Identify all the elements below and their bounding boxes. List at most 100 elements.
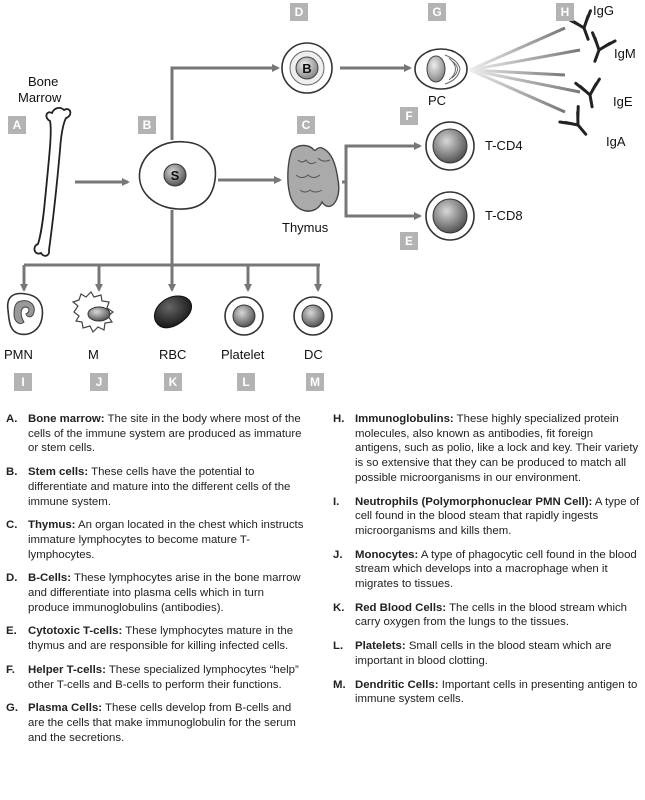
definition-term: Helper T-cells: xyxy=(28,663,106,676)
platelet-icon xyxy=(224,296,264,336)
monocyte-icon xyxy=(71,291,115,334)
dendritic-cell-icon xyxy=(293,296,333,336)
definition-text: An organ located in the chest which inst… xyxy=(28,519,304,561)
pmn-label: PMN xyxy=(4,347,33,362)
definition-text: These specialized lymphocytes “help” oth… xyxy=(28,663,299,691)
definition-term: Immunoglobulins: xyxy=(355,413,454,425)
definition-term: Stem cells: xyxy=(28,466,89,479)
igm-label: IgM xyxy=(614,46,636,61)
igg-antibody-icon xyxy=(566,9,592,41)
definition-text: A type of phagocytic cell found in the b… xyxy=(355,548,637,591)
definition-term: B-Cells: xyxy=(28,572,72,585)
definition-text: These highly specialized protein molecul… xyxy=(355,413,639,484)
marker-k: K xyxy=(164,373,182,391)
arrow-thymus-to-t xyxy=(342,144,420,218)
definition-e: E. Cytotoxic T-cells: These lymphocytes m… xyxy=(6,624,306,653)
ige-label: IgE xyxy=(613,94,633,109)
definition-i: I. Neutrophils (Polymorphonuclear PMN Cel… xyxy=(333,495,641,539)
definition-k: K. Red Blood Cells: The cells in the bloo… xyxy=(333,601,641,630)
m-label: M xyxy=(88,347,99,362)
thymus-label: Thymus xyxy=(282,220,329,235)
b-cell-letter: B xyxy=(302,61,311,76)
definition-letter: D. xyxy=(6,572,18,585)
definition-b: B. Stem cells: These cells have the poten… xyxy=(6,465,306,509)
definition-term: Cytotoxic T-cells: xyxy=(28,625,123,638)
definition-letter: I. xyxy=(333,495,340,508)
definition-letter: H. xyxy=(333,413,345,425)
marker-l: L xyxy=(237,373,255,391)
definition-j: J. Monocytes: A type of phagocytic cell f… xyxy=(333,548,641,592)
iga-antibody-icon xyxy=(558,105,588,136)
definition-m: M.Dendritic Cells: Important cells in pr… xyxy=(333,678,641,707)
b-cell-icon xyxy=(281,42,333,94)
definition-term: Plasma Cells: xyxy=(28,702,103,715)
igg-label: IgG xyxy=(593,3,614,18)
rbc-label: RBC xyxy=(159,347,187,362)
definition-text: These lymphocytes arise in the bone marr… xyxy=(28,572,301,614)
definition-letter: F. xyxy=(6,663,15,676)
iga-label: IgA xyxy=(606,134,626,149)
definition-letter: E. xyxy=(6,625,17,638)
marker-i: I xyxy=(14,373,32,391)
immune-cell-diagram: S B Bone Marrow Thymus PC T-CD4 T-CD8 Ig… xyxy=(4,3,636,391)
antibody-rays xyxy=(469,26,581,114)
definition-letter: K. xyxy=(333,601,345,614)
definition-a: A.Bone marrow: The site in the body wher… xyxy=(6,412,306,456)
definition-term: Bone marrow: xyxy=(28,413,105,425)
marker-j: J xyxy=(90,373,108,391)
definition-term: Neutrophils (Polymorphonuclear PMN Cell)… xyxy=(355,495,593,508)
marker-g: G xyxy=(428,3,446,21)
t-cd4-label: T-CD4 xyxy=(485,138,523,153)
definition-text: Small cells in the blood steam which are… xyxy=(355,640,612,667)
definition-f: F. Helper T-cells: These specialized lymp… xyxy=(6,663,306,692)
thymus-icon xyxy=(287,144,340,212)
marker-e: E xyxy=(400,232,418,250)
definition-letter: L. xyxy=(333,640,344,653)
definition-term: Dendritic Cells: xyxy=(355,678,439,691)
definitions-right-column: H. Immunoglobulins: These highly speciali… xyxy=(333,412,641,716)
definition-term: Monocytes: xyxy=(355,548,419,561)
marker-b: B xyxy=(138,116,156,134)
diagram-graphics: S B xyxy=(6,9,617,336)
rbc-icon xyxy=(154,295,193,329)
arrow-stem-to-blood-cells xyxy=(24,210,320,267)
definition-term: Red Blood Cells: xyxy=(355,601,447,614)
bone-label-2: Marrow xyxy=(18,90,62,105)
stem-cell-letter: S xyxy=(171,168,180,183)
definition-l: L. Platelets: Small cells in the blood st… xyxy=(333,639,641,668)
stem-cell-icon xyxy=(138,141,217,210)
marker-a: A xyxy=(8,116,26,134)
definition-letter: G. xyxy=(6,702,19,715)
bone-marrow-icon xyxy=(33,106,72,257)
definition-text: The site in the body where most of the c… xyxy=(28,413,302,455)
bone-label-1: Bone xyxy=(28,74,59,89)
definition-text: A type of cell found in the blood steam … xyxy=(355,495,640,537)
definition-text: These cells have the potential to differ… xyxy=(28,466,291,508)
arrow-stem-to-b xyxy=(170,64,280,140)
definition-text: The cells in the blood stream which carr… xyxy=(355,601,628,629)
marker-f: F xyxy=(400,107,418,125)
marker-m: M xyxy=(306,373,324,391)
definition-d: D. B-Cells: These lymphocytes arise in th… xyxy=(6,571,306,615)
marker-c: C xyxy=(297,116,315,134)
marker-h: H xyxy=(556,3,574,21)
pmn-cell-icon xyxy=(6,292,44,336)
definition-h: H. Immunoglobulins: These highly speciali… xyxy=(333,412,641,486)
platelet-label: Platelet xyxy=(221,347,265,362)
marker-d: D xyxy=(290,3,308,21)
definition-letter: J. xyxy=(333,548,343,561)
definition-term: Platelets: xyxy=(355,640,406,653)
ige-antibody-icon xyxy=(574,77,601,109)
definition-text: These cells develop from B-cells and are… xyxy=(28,702,296,744)
definitions-left-column: A.Bone marrow: The site in the body wher… xyxy=(6,412,306,754)
definition-letter: C. xyxy=(6,519,18,532)
t-cd8-label: T-CD8 xyxy=(485,208,523,223)
definition-term: Thymus: xyxy=(28,519,76,532)
definition-text: Important cells in presenting antigen to… xyxy=(355,678,638,706)
t-cd4-cell-icon xyxy=(425,121,475,171)
definition-text: These lymphocytes mature in the thymus a… xyxy=(28,625,294,653)
t-cd8-cell-icon xyxy=(425,191,475,241)
definition-letter: B. xyxy=(6,466,18,479)
igm-antibody-icon xyxy=(591,31,617,63)
definition-g: G. Plasma Cells: These cells develop from… xyxy=(6,701,306,745)
